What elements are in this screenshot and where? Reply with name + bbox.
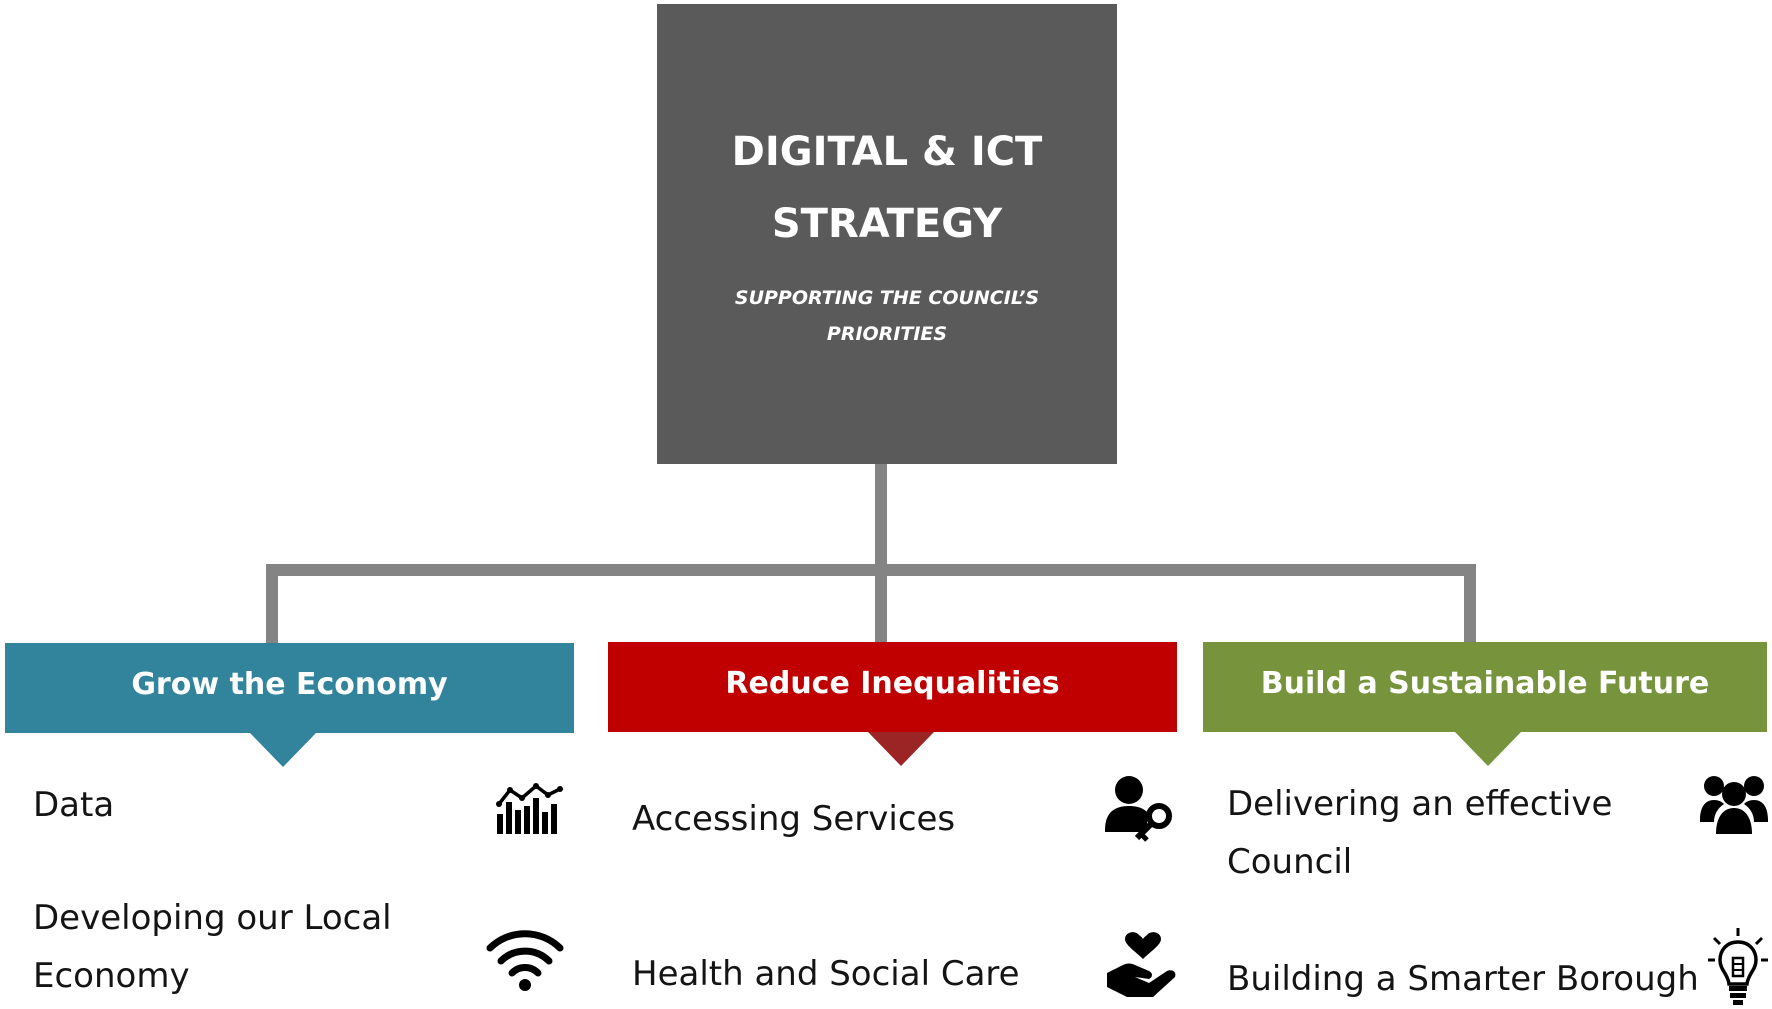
item-health-social-care: Health and Social Care: [632, 954, 1020, 994]
pillar-arrow-reduce-inequalities: [868, 732, 934, 766]
item-local-economy: Developing our Local Economy: [33, 898, 392, 996]
people-group-icon: [1700, 772, 1768, 834]
connector-trunk: [875, 464, 887, 643]
pillar-header-grow-economy: Grow the Economy: [5, 643, 574, 733]
strategy-root-box: DIGITAL & ICT STRATEGY SUPPORTING THE CO…: [657, 4, 1117, 464]
strategy-subtitle: SUPPORTING THE COUNCIL’S PRIORITIES: [734, 287, 1040, 345]
chart-icon: [496, 782, 564, 834]
item-data: Data: [33, 785, 115, 825]
connector-horizontal: [266, 564, 1476, 576]
pillar-arrow-sustainable-future: [1455, 732, 1521, 766]
connector-left-drop: [266, 564, 278, 643]
item-smarter-borough: Building a Smarter Borough: [1227, 959, 1699, 999]
item-effective-council: Delivering an effective Council: [1227, 784, 1613, 882]
wifi-icon: [486, 926, 564, 992]
heart-hand-icon: [1105, 931, 1181, 1003]
strategy-title: DIGITAL & ICT STRATEGY: [731, 129, 1043, 247]
item-accessing-services: Accessing Services: [632, 799, 956, 839]
pillar-header-sustainable-future: Build a Sustainable Future: [1203, 642, 1767, 732]
pillar-header-reduce-inequalities: Reduce Inequalities: [608, 642, 1177, 732]
pillar-arrow-grow-economy: [250, 733, 316, 767]
connector-right-drop: [1464, 564, 1476, 643]
lightbulb-icon: [1708, 928, 1768, 1006]
user-key-icon: [1103, 774, 1177, 842]
